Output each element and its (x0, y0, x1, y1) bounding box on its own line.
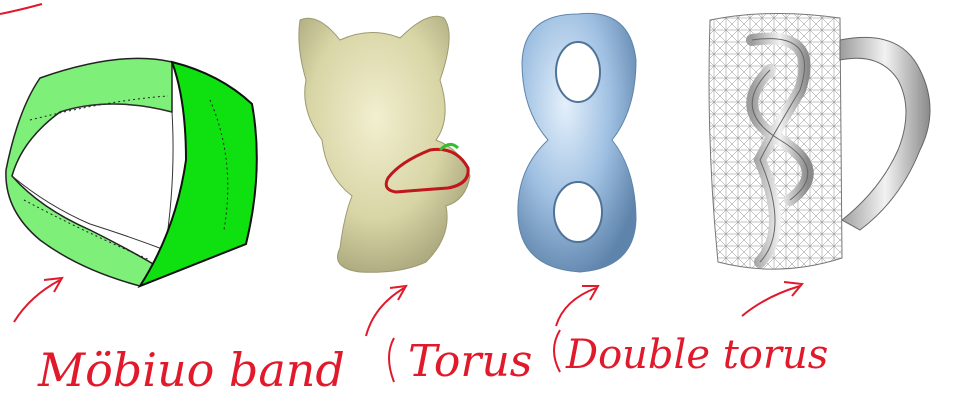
mug-handle (840, 37, 930, 230)
bracket-double-torus (554, 330, 560, 372)
arrow-torus (366, 286, 406, 336)
knotted-mug-figure (709, 13, 930, 269)
double-torus-hole-top (556, 42, 600, 102)
label-torus: Torus (408, 336, 532, 387)
label-mobius: Möbiuo band (37, 343, 345, 397)
cat-body (299, 16, 470, 272)
annotation-stroke-top (0, 4, 42, 14)
bracket-torus (389, 338, 394, 382)
arrow-mobius (14, 278, 62, 322)
arrow-mug (742, 282, 802, 316)
double-torus-hole-bottom (554, 182, 602, 242)
mobius-light-band (6, 58, 172, 286)
arrow-double-torus (556, 286, 598, 326)
double-torus-figure (518, 13, 636, 272)
label-double-torus: Double torus (565, 332, 828, 378)
cat-figure (299, 16, 470, 272)
mobius-band-figure (6, 58, 257, 286)
